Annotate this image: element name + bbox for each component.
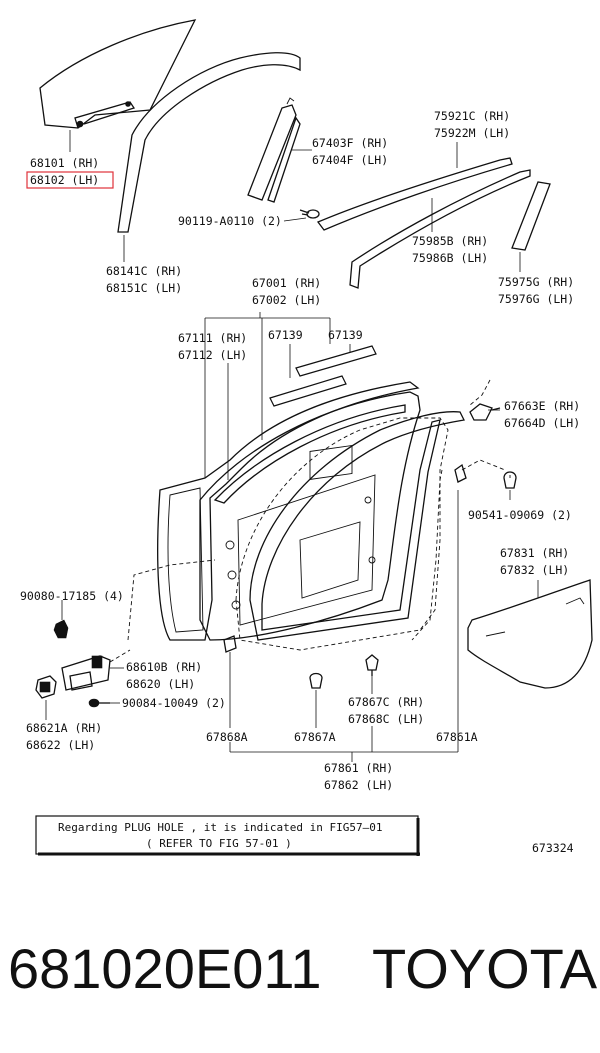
label-67868c: 67868C (LH) <box>348 712 424 726</box>
label-67139-b: 67139 <box>328 328 363 342</box>
clip-67663e <box>469 403 501 421</box>
label-67832: 67832 (LH) <box>500 563 569 577</box>
door-hinge-68621a <box>35 675 57 699</box>
screw-90119 <box>299 209 320 219</box>
glass-run-channel <box>117 52 301 233</box>
roof-drip-moulding <box>316 157 513 231</box>
figure-number: 673324 <box>532 841 574 855</box>
label-67111: 67111 (RH) <box>178 331 247 345</box>
label-75921c: 75921C (RH) <box>434 109 510 123</box>
door-weatherstrip <box>249 411 465 641</box>
label-68102: 68102 (LH) <box>30 173 99 187</box>
hinge-bolt-90080 <box>53 619 69 639</box>
label-75976g: 75976G (LH) <box>498 292 574 306</box>
center-sash <box>247 97 301 203</box>
label-75975g: 75975G (RH) <box>498 275 574 289</box>
door-glass <box>39 19 197 129</box>
label-68622: 68622 (LH) <box>26 738 95 752</box>
label-75986b: 75986B (LH) <box>412 251 488 265</box>
label-67867a: 67867A <box>294 730 336 744</box>
clip-67868a <box>223 635 237 653</box>
clip-90541 <box>503 471 517 489</box>
belt-weatherstrips <box>269 345 377 407</box>
label-67001: 67001 (RH) <box>252 276 321 290</box>
label-67663e: 67663E (RH) <box>504 399 580 413</box>
label-67861a: 67861A <box>436 730 478 744</box>
clip-67867a <box>309 672 323 689</box>
clip-67861a <box>454 463 467 483</box>
label-68610b: 68610B (RH) <box>126 660 202 674</box>
bolt-90084 <box>88 698 110 708</box>
label-67002: 67002 (LH) <box>252 293 321 307</box>
label-68141c: 68141C (RH) <box>106 264 182 278</box>
label-90080: 90080-17185 (4) <box>20 589 124 603</box>
label-90084: 90084-10049 (2) <box>122 696 226 710</box>
pillar-moulding <box>511 181 551 251</box>
label-90541: 90541-09069 (2) <box>468 508 572 522</box>
window-frame-moulding <box>349 169 531 289</box>
label-67403f: 67403F (RH) <box>312 136 388 150</box>
door-inner-frame <box>199 391 421 641</box>
label-67112: 67112 (LH) <box>178 348 247 362</box>
clip-67867c <box>365 654 379 676</box>
label-67664d: 67664D (LH) <box>504 416 580 430</box>
label-68101: 68101 (RH) <box>30 156 99 170</box>
plug-hole-note: Regarding PLUG HOLE , it is indicated in… <box>35 815 420 856</box>
service-hole-cover <box>467 579 593 689</box>
label-67868a: 67868A <box>206 730 248 744</box>
label-90119: 90119-A0110 (2) <box>178 214 282 228</box>
door-hinge-68610b <box>61 655 111 691</box>
label-75985b: 75985B (RH) <box>412 234 488 248</box>
label-67861: 67861 (RH) <box>324 761 393 775</box>
note-line-2: ( REFER TO FIG 57-01 ) <box>146 837 292 850</box>
label-67831: 67831 (RH) <box>500 546 569 560</box>
label-68620: 68620 (LH) <box>126 677 195 691</box>
label-67867c: 67867C (RH) <box>348 695 424 709</box>
note-line-1: Regarding PLUG HOLE , it is indicated in… <box>58 821 383 834</box>
label-67139-a: 67139 <box>268 328 303 342</box>
highlight-68102 <box>26 171 114 189</box>
part-number: 681020E011 <box>8 937 322 1000</box>
brand-name: TOYOTA <box>372 937 598 1000</box>
label-68621a: 68621A (RH) <box>26 721 102 735</box>
label-67862: 67862 (LH) <box>324 778 393 792</box>
label-67404f: 67404F (LH) <box>312 153 388 167</box>
label-68151c: 68151C (LH) <box>106 281 182 295</box>
label-75922m: 75922M (LH) <box>434 126 510 140</box>
